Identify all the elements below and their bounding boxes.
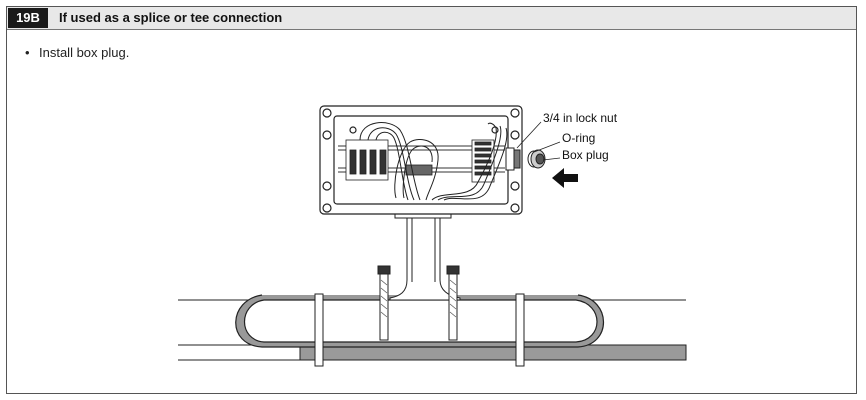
instruction-item: • Install box plug.: [25, 45, 129, 60]
bullet-icon: •: [25, 45, 30, 60]
insert-direction-arrow: [552, 168, 578, 188]
callout-o-ring: O-ring: [562, 131, 595, 145]
heating-cable-loop: [235, 294, 604, 348]
step-header: 19B If used as a splice or tee connectio…: [7, 7, 856, 30]
step-title: If used as a splice or tee connection: [59, 10, 283, 25]
callout-lock-nut: 3/4 in lock nut: [543, 111, 618, 125]
step-number-badge: 19B: [8, 8, 48, 28]
pipe-straps: [314, 293, 525, 367]
terminal-blocks: [345, 139, 495, 183]
instruction-text: Install box plug.: [39, 45, 130, 60]
wires: [359, 122, 508, 201]
box-plug-assembly: [505, 147, 546, 171]
callout-box-plug: Box plug: [562, 148, 609, 162]
